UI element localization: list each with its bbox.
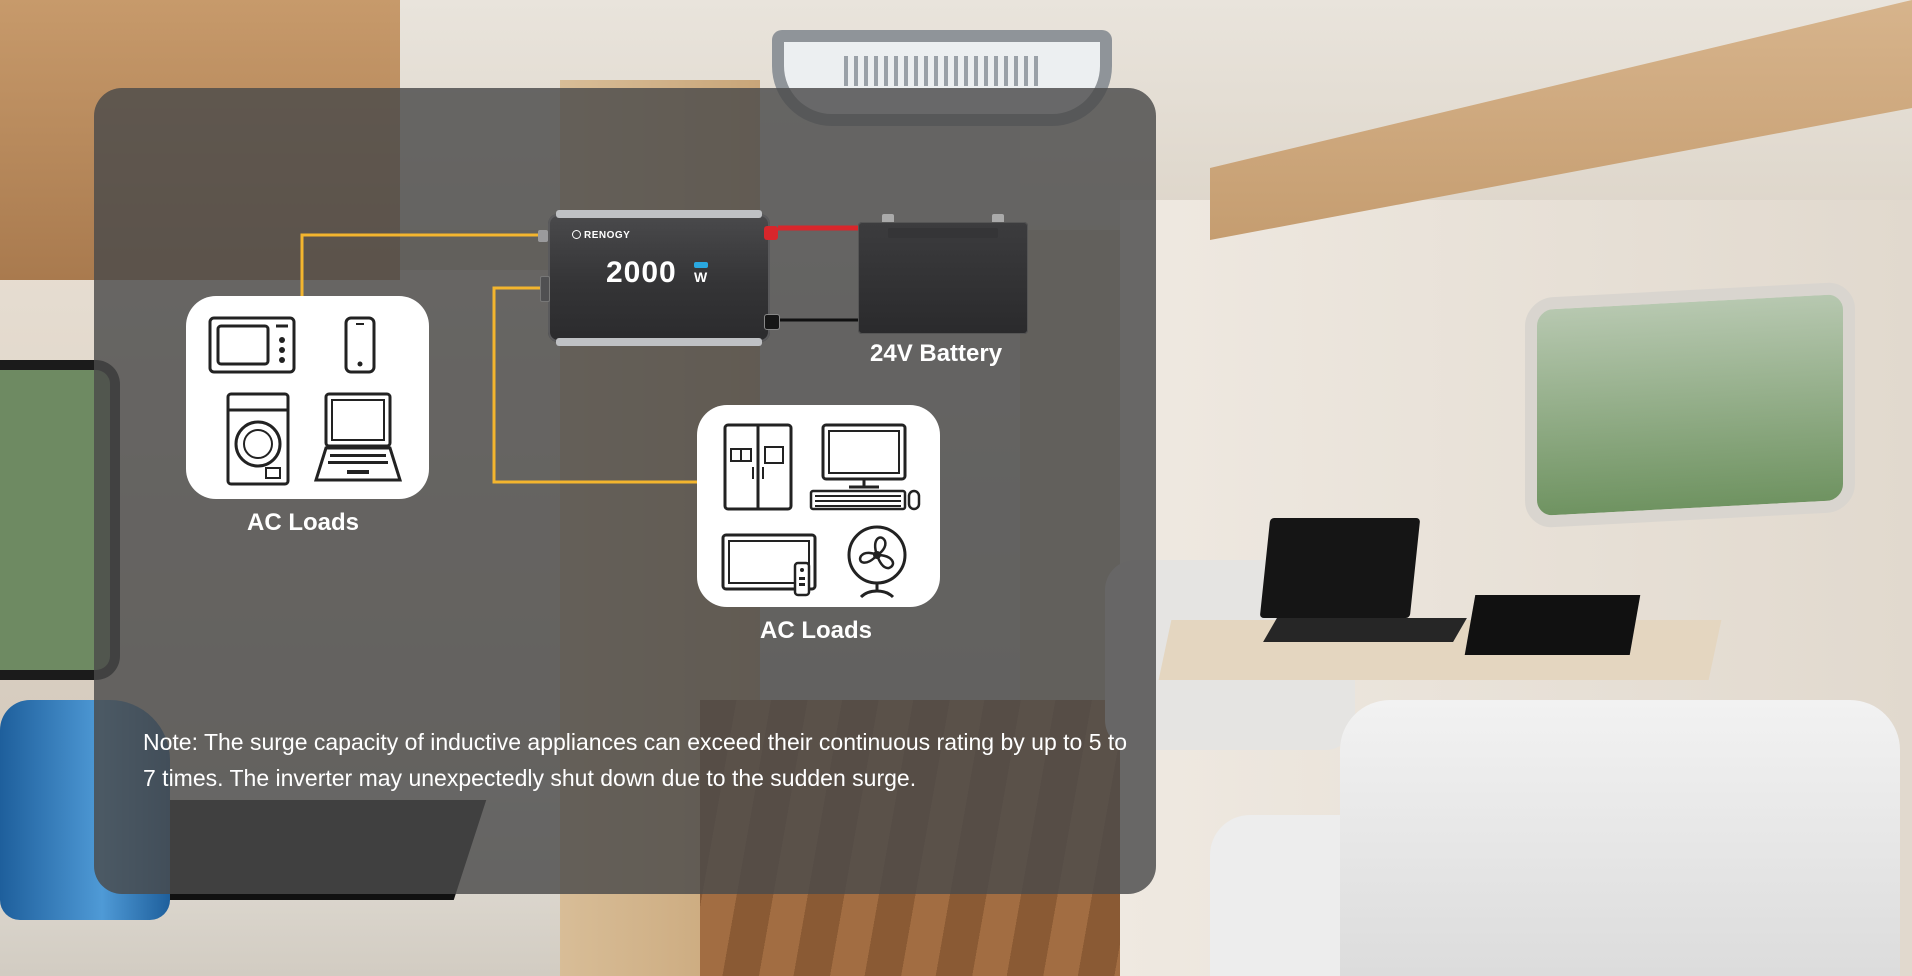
right-window <box>1525 281 1855 529</box>
inverter-brand: RENOGY <box>572 230 630 241</box>
battery-post <box>992 214 1004 222</box>
ac-outlet-hardwire <box>540 276 550 302</box>
ac-loads-label-right: AC Loads <box>760 617 873 644</box>
microwave-icon <box>208 316 296 374</box>
laptop-on-table <box>1259 518 1421 618</box>
tissue-tray <box>1464 595 1641 655</box>
inverter-unit: W <box>694 269 708 285</box>
inverter-badge <box>694 262 708 268</box>
refrigerator-icon <box>723 423 793 511</box>
laptop-icon <box>314 392 402 482</box>
television-icon <box>721 533 817 597</box>
washing-machine-icon <box>226 392 290 486</box>
phone-icon <box>344 316 376 374</box>
inverter: RENOGY 2000 W <box>538 210 780 346</box>
battery <box>858 214 1028 334</box>
inverter-rating: 2000 <box>606 256 677 289</box>
renogy-logo-icon <box>572 230 581 239</box>
sofa-back <box>1340 700 1900 976</box>
ac-outlet <box>538 230 548 242</box>
desktop-computer-icon <box>809 423 921 511</box>
surge-note: Note: The surge capacity of inductive ap… <box>143 729 1128 791</box>
negative-terminal <box>764 314 780 330</box>
positive-terminal <box>764 226 778 240</box>
fan-icon <box>847 525 907 599</box>
ac-loads-card-right <box>697 405 940 607</box>
battery-post <box>882 214 894 222</box>
laptop-keyboard <box>1263 618 1467 642</box>
ac-loads-card-left <box>186 296 429 499</box>
ac-loads-label-left: AC Loads <box>247 509 360 536</box>
battery-label: 24V Battery <box>870 340 1003 367</box>
